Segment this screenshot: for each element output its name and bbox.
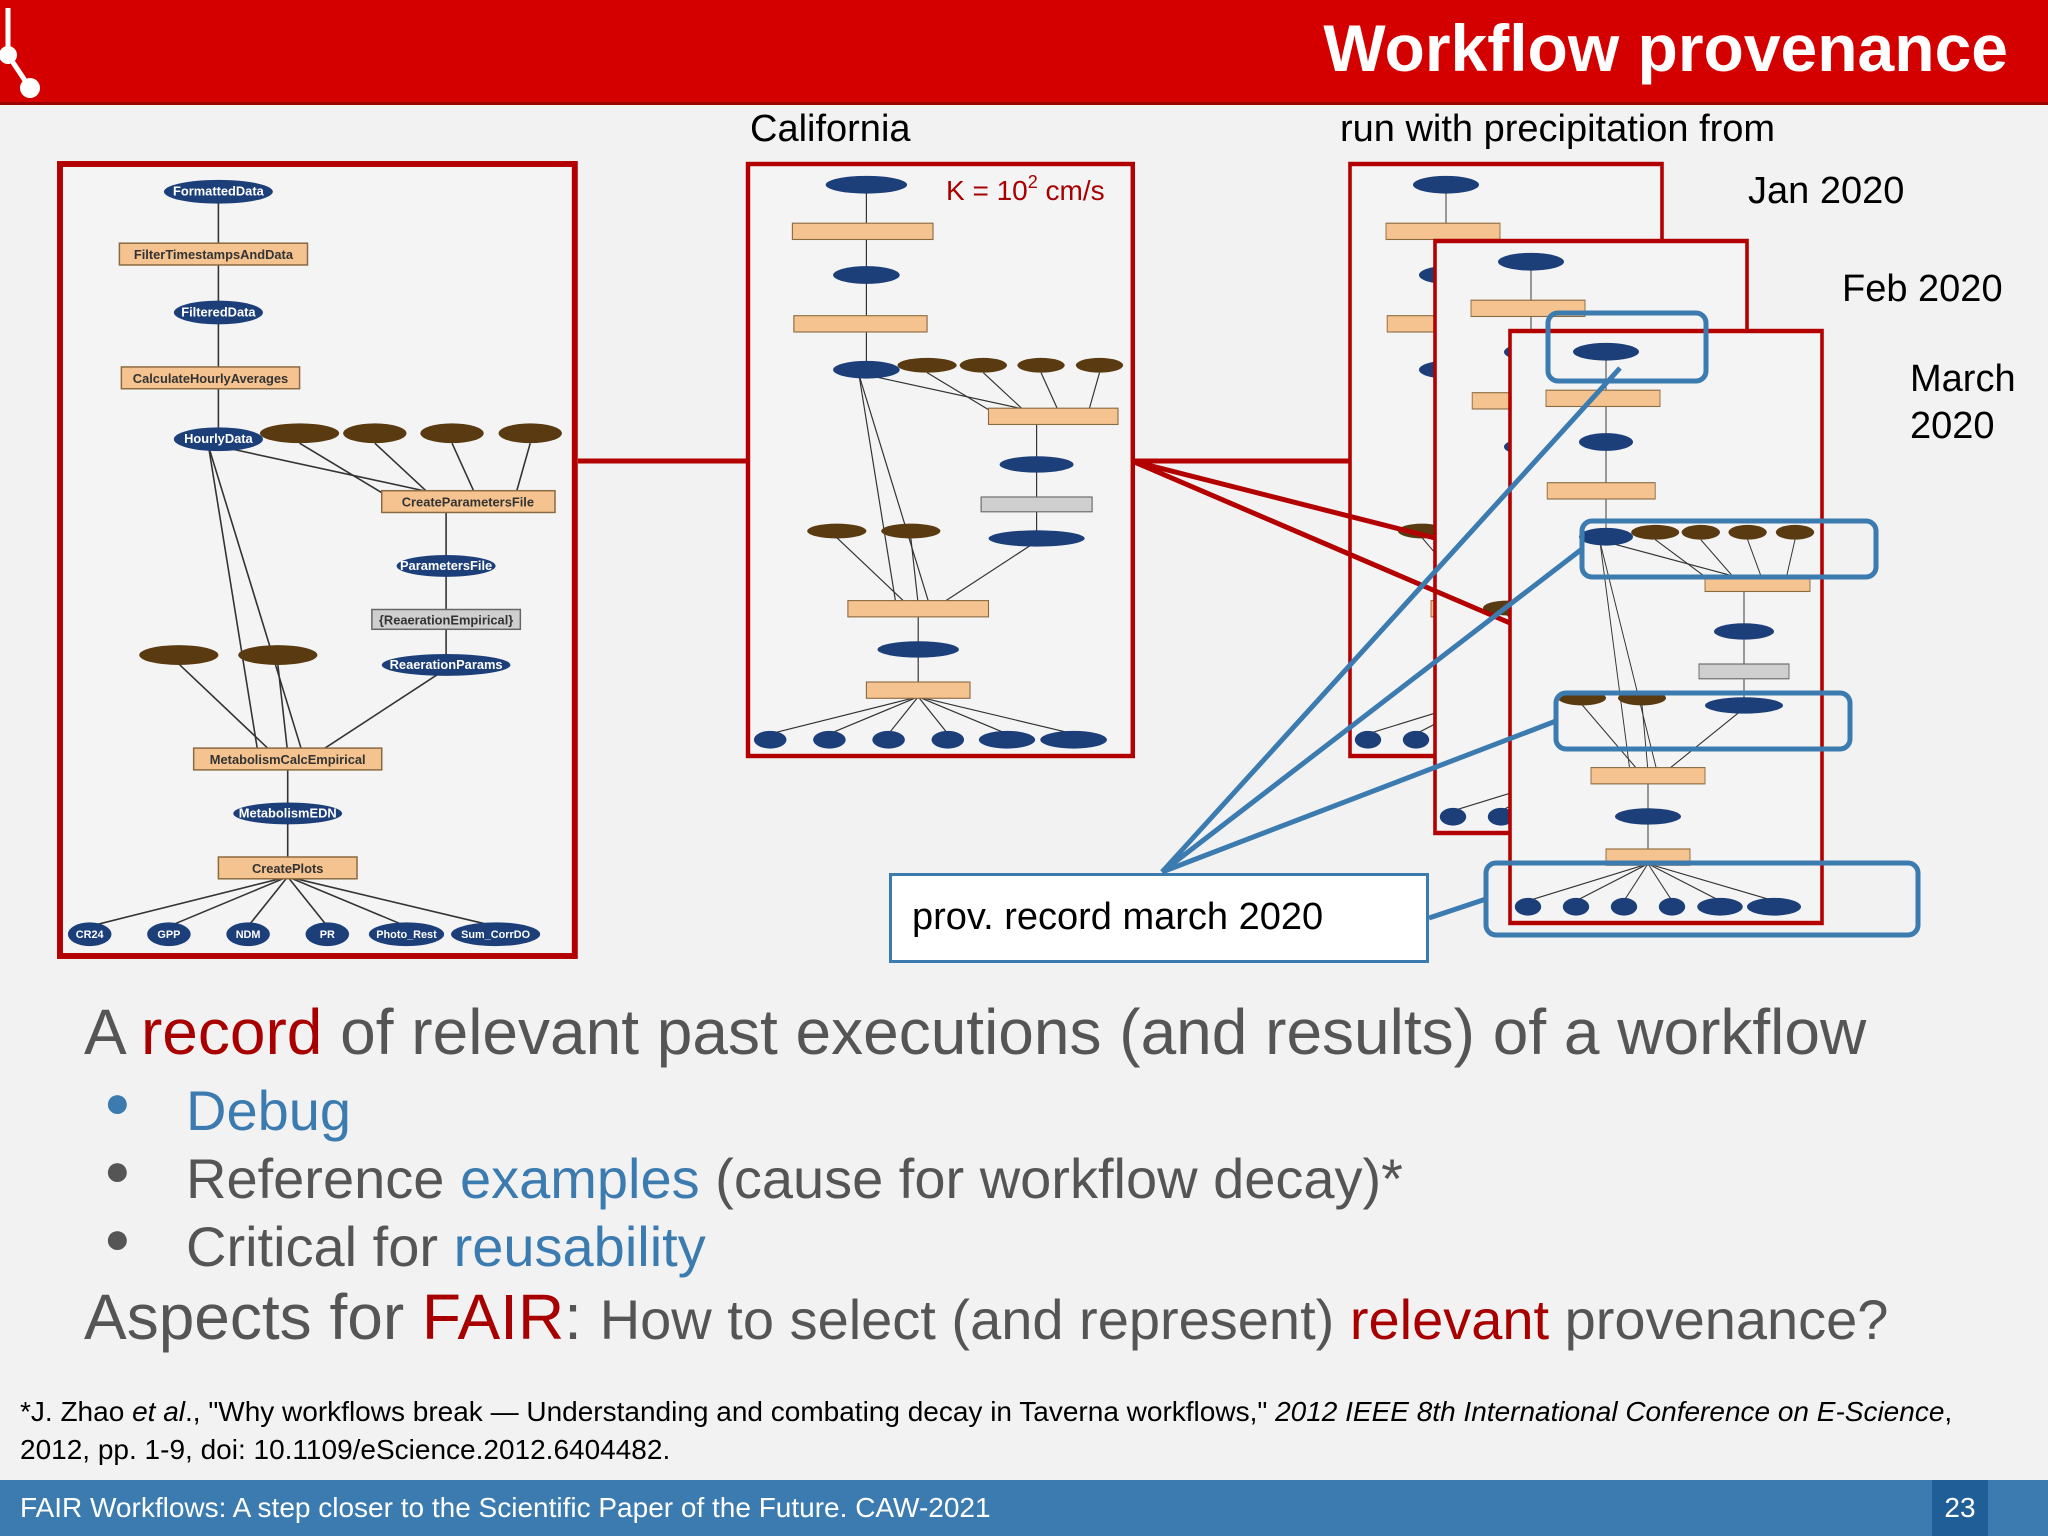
label-jan: Jan 2020 [1748,170,1905,212]
node-hourly-data: HourlyData [184,431,253,446]
bullet-dot-icon: ● [104,1078,131,1127]
proc-create-plots: CreatePlots [252,861,323,876]
main-text-c: of relevant past executions (and results… [322,996,1867,1068]
slide-title: Workflow provenance [1323,11,2008,85]
label-march: March [1910,358,2016,400]
logo-icon [0,8,40,98]
bullet-reusability: ● Critical for reusability [104,1214,1504,1284]
output-pr: PR [320,929,335,941]
output-ndm: NDM [236,929,261,941]
workflow-california [748,164,1133,756]
highlight-lines [1160,366,1622,921]
connector-lines [1131,458,1511,626]
proc-create-params: CreateParametersFile [402,495,534,510]
node-formatted-data: FormattedData [173,184,265,199]
prov-record-text: prov. record march 2020 [912,896,1324,938]
output-sum-corrdo: Sum_CorrDO [461,929,530,941]
k-value-label: K = 102 cm/s [946,172,1105,206]
output-gpp: GPP [157,929,180,941]
label-california: California [750,108,911,150]
node-parameters-file: ParametersFile [400,558,492,573]
prov-record-box: prov. record march 2020 [889,873,1429,963]
node-reaeration-params: ReaerationParams [390,657,503,672]
output-cr24: CR24 [76,929,104,941]
bullet-text: Reference examples (cause for workflow d… [186,1147,1403,1210]
bullet-reference: ● Reference examples (cause for workflow… [104,1146,1904,1216]
bullet-debug: ● Debug [104,1078,1504,1148]
provenance-diagram: FormattedData FilteredData HourlyData Pa… [0,105,1921,985]
label-run-with: run with precipitation from [1340,108,1776,150]
bullet-text: Critical for reusability [186,1215,706,1278]
aspects-line: Aspects for FAIR: How to select (and rep… [84,1281,1889,1353]
workflow-large: FormattedData FilteredData HourlyData Pa… [60,164,575,956]
bullet-text: Debug [186,1079,352,1142]
main-text-a: A [84,996,141,1068]
label-feb: Feb 2020 [1842,268,2003,310]
main-text-record: record [140,996,323,1068]
footnote-citation: *J. Zhao et al., "Why workflows break — … [20,1396,1953,1465]
node-filtered-data: FilteredData [181,304,256,319]
workflow-march [1510,331,1822,923]
footer-bar: FAIR Workflows: A step closer to the Sci… [0,1480,2048,1536]
footer-text: FAIR Workflows: A step closer to the Sci… [20,1492,991,1523]
header-bar: Workflow provenance [0,0,2048,105]
proc-metabolism-calc: MetabolismCalcEmpirical [210,752,366,767]
bullet-dot-icon: ● [104,1214,131,1263]
output-photo-rest: Photo_Rest [376,929,437,941]
node-metabolism-edn: MetabolismEDN [239,805,337,820]
page-number: 23 [1932,1480,1988,1536]
main-statement: A record of relevant past executions (an… [84,995,1866,1069]
bullet-dot-icon: ● [104,1146,131,1195]
proc-reaeration: {ReaerationEmpirical} [379,612,513,627]
proc-calc-hourly: CalculateHourlyAverages [133,371,288,386]
proc-filter: FilterTimestampsAndData [134,247,294,262]
label-march-year: 2020 [1910,405,1995,447]
